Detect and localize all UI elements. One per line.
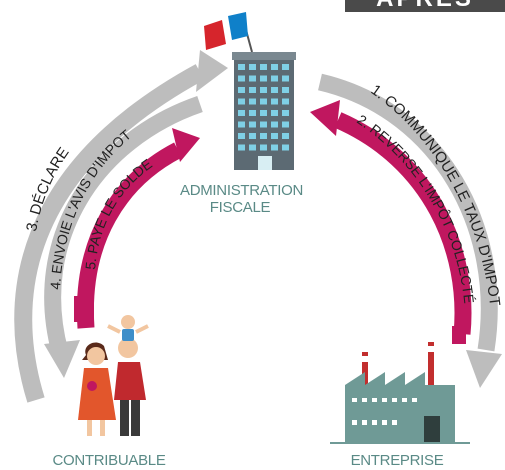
building-window [249,144,256,151]
building-window [282,110,289,116]
building-window [271,75,278,82]
building-window [271,144,278,151]
building-window [260,110,267,116]
building-window [282,144,289,151]
building-window [260,133,267,139]
building-window [271,98,278,105]
factory-icon [330,326,470,444]
arrow-communique [318,73,502,388]
building-window [238,121,245,128]
building-window [249,75,256,82]
building-window [238,98,245,105]
building-window [282,75,289,82]
flags-icon [204,12,253,53]
building-window [271,133,278,139]
building-window [249,64,256,70]
building-window [260,75,267,82]
arrow-envoie [44,95,203,378]
building-window [249,133,256,139]
building-window [271,87,278,93]
building-window [260,144,267,151]
contribuable-caption: CONTRIBUABLE [52,452,166,469]
administration-caption: ADMINISTRATION FISCALE [180,182,304,216]
building-window [238,64,245,70]
building-window [238,110,245,116]
building-window [260,64,267,70]
administration-building-icon [232,52,296,170]
administration-caption-line1: ADMINISTRATION [180,182,304,199]
administration-caption-line2: FISCALE [209,199,271,216]
building-window [282,121,289,128]
building-window [238,133,245,139]
entreprise-caption: ENTREPRISE [350,452,444,469]
building-window [238,144,245,151]
building-window [282,133,289,139]
building-window [249,110,256,116]
building-window [249,98,256,105]
building-window [249,121,256,128]
building-window [282,98,289,105]
building-window [249,87,256,93]
building-window [282,64,289,70]
building-window [260,98,267,105]
building-window [271,64,278,70]
apres-tag: APRÈS [345,0,505,12]
building-window [271,121,278,128]
arrow-reverse [310,100,472,335]
building-window [238,87,245,93]
building-window [260,87,267,93]
family-icon [74,296,149,436]
arrow-declare [14,50,228,403]
building-window [271,110,278,116]
building-window [238,75,245,82]
building-window [260,121,267,128]
building-window [282,87,289,93]
